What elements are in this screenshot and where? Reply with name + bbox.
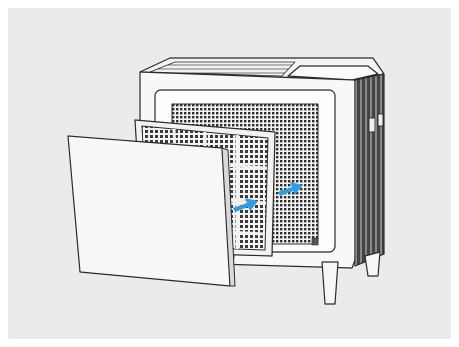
side-handle <box>369 118 375 132</box>
leg-front-right <box>322 262 338 304</box>
leg-back-right <box>365 252 380 276</box>
front-cover-panel <box>68 136 235 286</box>
side-panel-ribs <box>355 74 384 266</box>
